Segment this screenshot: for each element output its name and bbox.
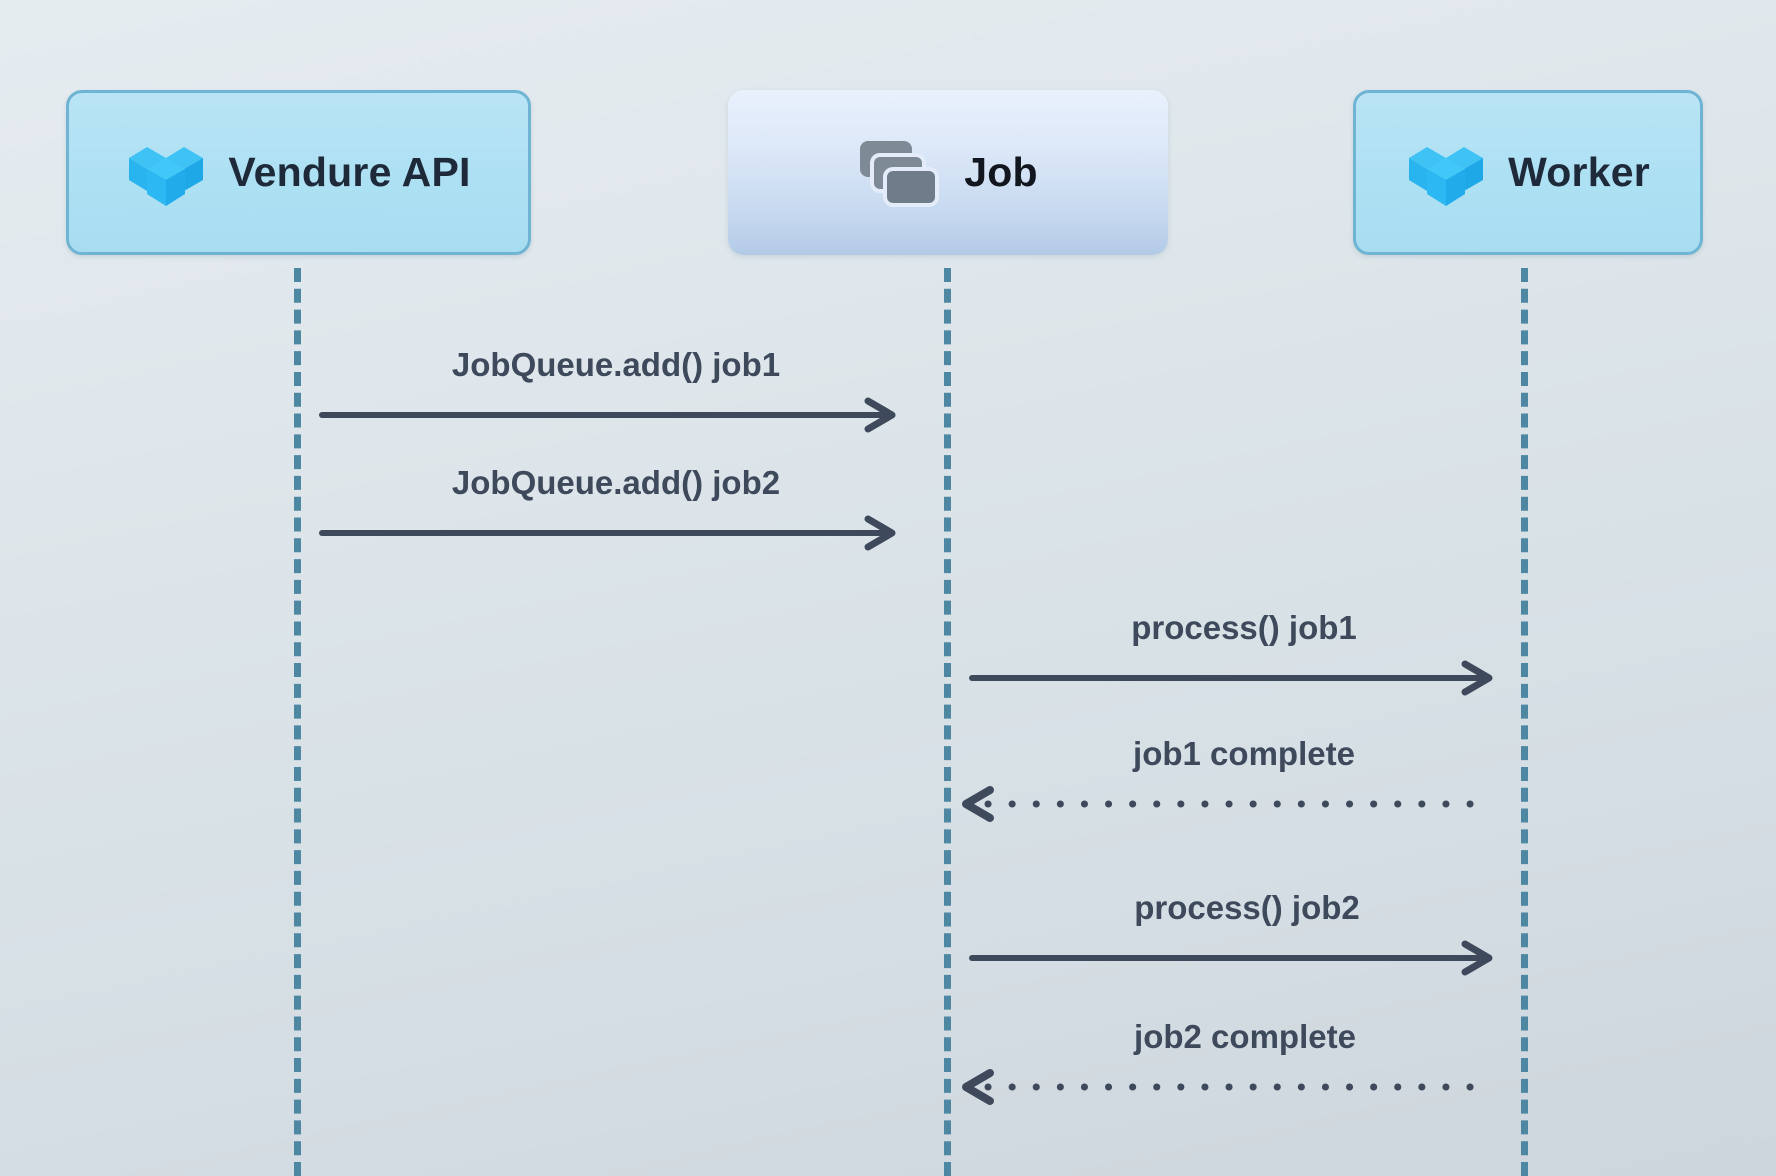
participant-label-worker: Worker (1508, 149, 1650, 195)
message-label-4: job1 complete (1133, 735, 1355, 772)
lifeline-worker (1521, 268, 1528, 1176)
message-label-1: JobQueue.add() job1 (451, 346, 781, 383)
participant-box-vendure-api[interactable]: Vendure API (66, 90, 531, 255)
message-label-5: process() job2 (1134, 889, 1360, 926)
vendure-cubes-icon (1406, 136, 1486, 210)
message-label-3: process() job1 (1131, 609, 1357, 646)
participant-label-job: Job (964, 149, 1038, 195)
message-arrow-2 (319, 515, 904, 582)
message-arrow-4 (958, 786, 1500, 853)
participant-box-job[interactable]: Job (728, 90, 1168, 255)
message-arrow-1 (319, 397, 904, 464)
message-arrow-5 (969, 940, 1500, 1007)
lifeline-job (944, 268, 951, 1176)
message-label-6: job2 complete (1134, 1018, 1356, 1055)
participant-label-vendure-api: Vendure API (228, 149, 471, 195)
lifeline-vendure-api (294, 268, 301, 1176)
message-arrow-3 (969, 660, 1500, 727)
message-arrow-6 (958, 1069, 1500, 1136)
vendure-cubes-icon (126, 136, 206, 210)
message-label-2: JobQueue.add() job2 (451, 464, 781, 501)
stacked-cards-icon (858, 137, 942, 209)
participant-box-worker[interactable]: Worker (1353, 90, 1703, 255)
